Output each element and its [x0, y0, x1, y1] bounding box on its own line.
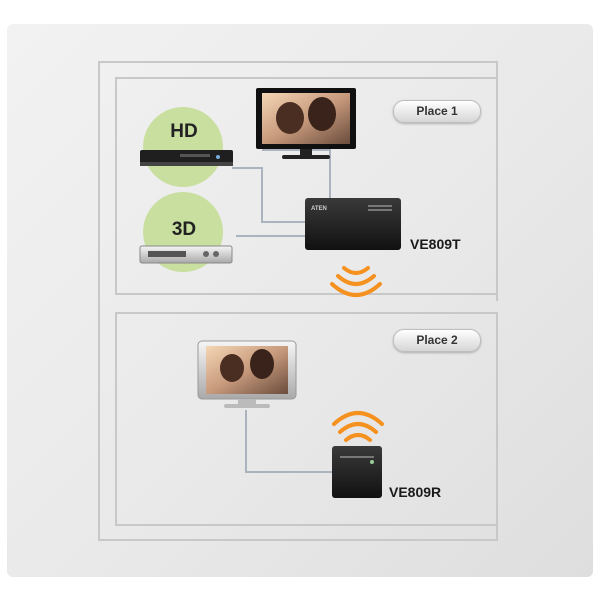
zone-outer-left: [98, 61, 100, 541]
tv-place-1-icon: [256, 88, 356, 159]
transmitter-model-label: VE809T: [410, 236, 461, 252]
cable-receiver-to-tv: [245, 410, 332, 473]
wifi-signal-transmitter-icon: [330, 266, 382, 297]
transmitter-brand: ATEN: [311, 206, 327, 212]
cable-hd-to-transmitter: [232, 167, 305, 223]
place-1-label: Place 1: [393, 100, 481, 123]
receiver-model-label: VE809R: [389, 484, 442, 500]
cables: [232, 149, 332, 473]
zone-outer-bottom: [98, 539, 498, 541]
hd-badge-circle: [143, 107, 223, 187]
cable-tv-to-transmitter: [262, 149, 331, 198]
receiver-device-icon: [332, 446, 382, 498]
bluray-player-icon: [140, 150, 233, 166]
wifi-signal-receiver-icon: [332, 411, 384, 442]
transmitter-device-icon: ATEN: [305, 198, 401, 250]
3d-player-icon: [139, 245, 233, 264]
hd-badge-label: HD: [170, 121, 198, 142]
3d-badge-label: 3D: [171, 219, 197, 240]
place-2-label: Place 2: [393, 329, 481, 352]
tv-place-2-icon: [197, 340, 297, 408]
zone-outer-right-bottom: [496, 520, 498, 541]
zone-place-2-frame: [115, 312, 498, 526]
zone-place-1-inner: [115, 77, 498, 295]
